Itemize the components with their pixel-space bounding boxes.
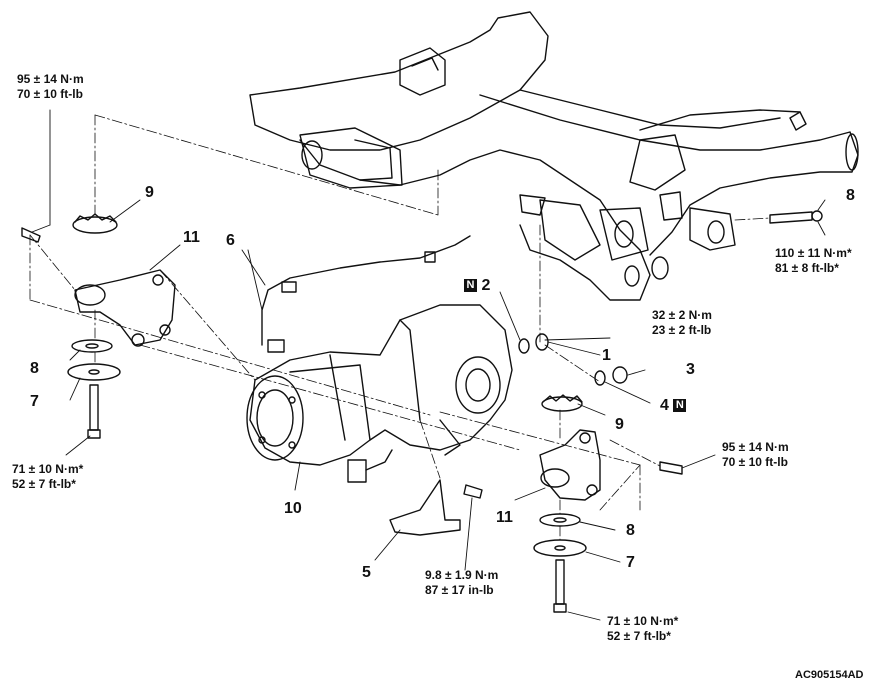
torque-ftlb: 70 ± 10 ft-lb <box>17 87 83 101</box>
callout-4-number: 4 <box>660 397 669 414</box>
torque-ftlb: 81 ± 8 ft-lb* <box>775 261 839 275</box>
torque-nm: 110 ± 11 N·m* <box>775 246 852 260</box>
plug-1 <box>535 333 549 351</box>
bolt-left-vertical <box>89 384 99 431</box>
mount-bracket-left <box>74 269 176 347</box>
callout-3: 3 <box>686 361 695 378</box>
callout-7-left: 7 <box>30 393 39 410</box>
callout-5: 5 <box>362 564 371 581</box>
figure-code: AC905154AD <box>795 669 864 681</box>
torque-nm: 9.8 ± 1.9 N·m <box>425 568 499 582</box>
mount-bracket-right <box>533 394 683 613</box>
callout-2: N 2 <box>464 278 490 294</box>
stopper-right <box>533 539 587 557</box>
left-stopper-parts <box>21 213 121 439</box>
torque-nm: 71 ± 10 N·m* <box>607 614 679 628</box>
washer-right <box>539 513 581 527</box>
callout-8-left: 8 <box>30 360 39 377</box>
gasket-2 <box>518 338 530 354</box>
torque-spec-71-right: 71 ± 10 N·m* 52 ± 7 ft-lb* <box>607 614 678 644</box>
callout-2-number: 2 <box>481 277 491 294</box>
torque-ftlb: 52 ± 7 ft-lb* <box>607 629 671 643</box>
callout-10: 10 <box>284 500 302 517</box>
torque-nm: 95 ± 14 N·m <box>722 440 789 454</box>
torque-ftlb: 52 ± 7 ft-lb* <box>12 477 76 491</box>
torque-nm: 71 ± 10 N·m* <box>12 462 84 476</box>
callout-8-right: 8 <box>846 187 855 204</box>
torque-spec-32: 32 ± 2 N·m 23 ± 2 ft-lb <box>652 308 712 338</box>
plug-3 <box>612 366 628 384</box>
replace-marker: N <box>673 399 687 413</box>
callout-6: 6 <box>226 232 235 249</box>
alignment-lines <box>29 114 771 541</box>
stopper-left <box>67 363 121 381</box>
crossmember <box>249 11 859 301</box>
bolt-right-vertical <box>555 559 565 605</box>
wiring-harness <box>261 235 471 353</box>
gasket-4 <box>594 370 606 386</box>
torque-nm: 95 ± 14 N·m <box>17 72 84 86</box>
torque-ftlb: 87 ± 17 in-lb <box>425 583 494 597</box>
torque-spec-9-8: 9.8 ± 1.9 N·m 87 ± 17 in-lb <box>425 568 498 598</box>
torque-ftlb: 70 ± 10 ft-lb <box>722 455 788 469</box>
torque-spec-71-left: 71 ± 10 N·m* 52 ± 7 ft-lb* <box>12 462 83 492</box>
callout-8-lower: 8 <box>626 522 635 539</box>
torque-nm: 32 ± 2 N·m <box>652 308 712 322</box>
callout-1: 1 <box>602 347 611 364</box>
heat-protector-upper <box>72 216 118 234</box>
torque-spec-95-right: 95 ± 14 N·m 70 ± 10 ft-lb <box>722 440 789 470</box>
small-parts <box>389 210 823 536</box>
bolt-right <box>659 461 683 475</box>
torque-spec-95-left: 95 ± 14 N·m 70 ± 10 ft-lb <box>17 72 84 102</box>
leader-lines <box>31 109 826 621</box>
callout-11-lower: 11 <box>496 509 513 526</box>
washer-left <box>71 339 113 353</box>
callout-9-upper: 9 <box>145 184 154 201</box>
heat-protector-lower <box>541 396 583 412</box>
bolt-5 <box>463 484 483 499</box>
callout-4: 4 N <box>660 397 687 414</box>
callout-9-lower: 9 <box>615 416 624 433</box>
bolt-8-right <box>769 211 813 224</box>
callout-7-lower: 7 <box>626 554 635 571</box>
replace-marker: N <box>464 279 477 293</box>
callout-11-upper: 11 <box>183 229 200 246</box>
differential-carrier <box>246 304 513 483</box>
torque-ftlb: 23 ± 2 ft-lb <box>652 323 712 337</box>
bracket-5 <box>389 479 461 536</box>
bolt-left-upper <box>21 227 41 243</box>
torque-spec-110: 110 ± 11 N·m* 81 ± 8 ft-lb* <box>775 246 852 276</box>
